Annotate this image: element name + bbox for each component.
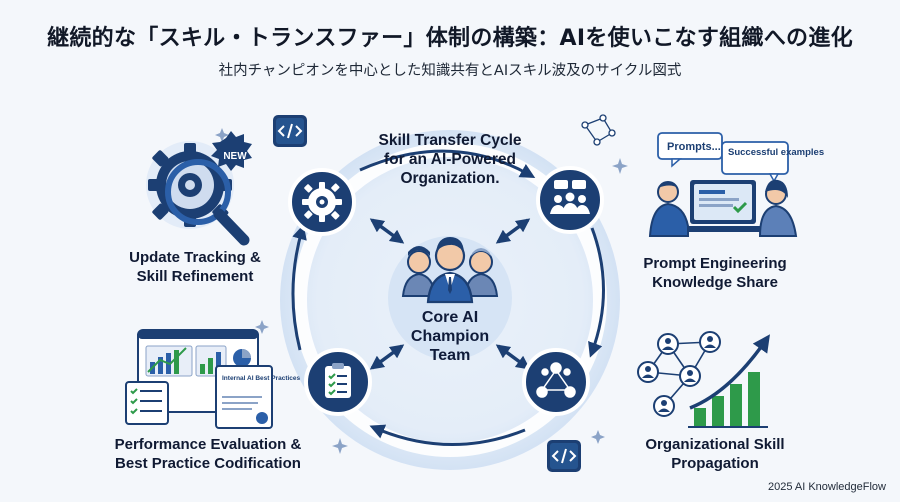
constellation-decoration xyxy=(581,114,616,146)
gear-icon xyxy=(302,182,342,222)
new-badge-label: NEW xyxy=(223,151,247,162)
stage-label-line: Performance Evaluation & xyxy=(114,436,302,453)
node-network xyxy=(522,348,590,416)
cycle-title-line: for an AI-Powered xyxy=(383,151,517,168)
stage-label-line: Knowledge Share xyxy=(652,274,778,291)
core-team-node xyxy=(388,236,512,360)
evaluation-illustration xyxy=(125,329,273,429)
core-team-line: Champion xyxy=(410,328,490,345)
prompts-bubble-label: Prompts... xyxy=(667,141,721,153)
cycle-title-line: Skill Transfer Cycle xyxy=(378,132,522,149)
code-icon xyxy=(547,440,581,472)
propagation-illustration xyxy=(637,331,770,428)
center-links xyxy=(369,218,531,370)
cycle-arrows xyxy=(291,149,605,446)
stage-label-evaluation: Performance Evaluation & Best Practice C… xyxy=(78,435,338,473)
stage-label-line: Skill Refinement xyxy=(136,268,254,285)
stage-label-line: Organizational Skill xyxy=(645,436,785,453)
core-team-line: Team xyxy=(429,347,471,364)
node-people-chat xyxy=(536,166,604,234)
core-team-line: Core AI xyxy=(421,309,479,326)
footer-credit: 2025 AI KnowledgeFlow xyxy=(767,481,886,493)
magnifier-icon xyxy=(146,131,252,246)
node-gear xyxy=(288,168,356,236)
stage-label-line: Best Practice Codification xyxy=(115,455,301,472)
new-badge xyxy=(211,131,252,171)
page-subtitle: 社内チャンピオンを中心とした知識共有とAIスキル波及のサイクル図式 xyxy=(218,63,682,79)
examples-bubble-label: Successful examples xyxy=(728,147,824,158)
code-icon xyxy=(273,115,307,147)
people-icon xyxy=(401,237,499,304)
page-title: 継続的な「スキル・トランスファー」体制の構築：AIを使いこなす組織への進化 xyxy=(47,26,853,51)
stage-label-line: Update Tracking & xyxy=(129,249,261,266)
best-practices-doc-label: Internal AI Best Practices xyxy=(222,375,301,382)
stage-label-line: Prompt Engineering xyxy=(643,255,787,272)
prompt-illustration xyxy=(648,132,798,237)
stage-label-line: Propagation xyxy=(671,455,759,472)
core-team-label: Core AI Champion Team xyxy=(390,308,510,365)
cycle-title: Skill Transfer Cycle for an AI-Powered O… xyxy=(340,131,560,188)
stage-label-propagation: Organizational Skill Propagation xyxy=(610,435,820,473)
cycle-title-line: Organization. xyxy=(400,170,500,187)
stage-label-update: Update Tracking & Skill Refinement xyxy=(90,248,300,286)
checklist-icon xyxy=(325,363,351,398)
sparkle-icon xyxy=(215,128,628,454)
network-icon xyxy=(536,362,576,398)
node-checklist xyxy=(304,348,372,416)
stage-label-prompt: Prompt Engineering Knowledge Share xyxy=(610,254,820,292)
